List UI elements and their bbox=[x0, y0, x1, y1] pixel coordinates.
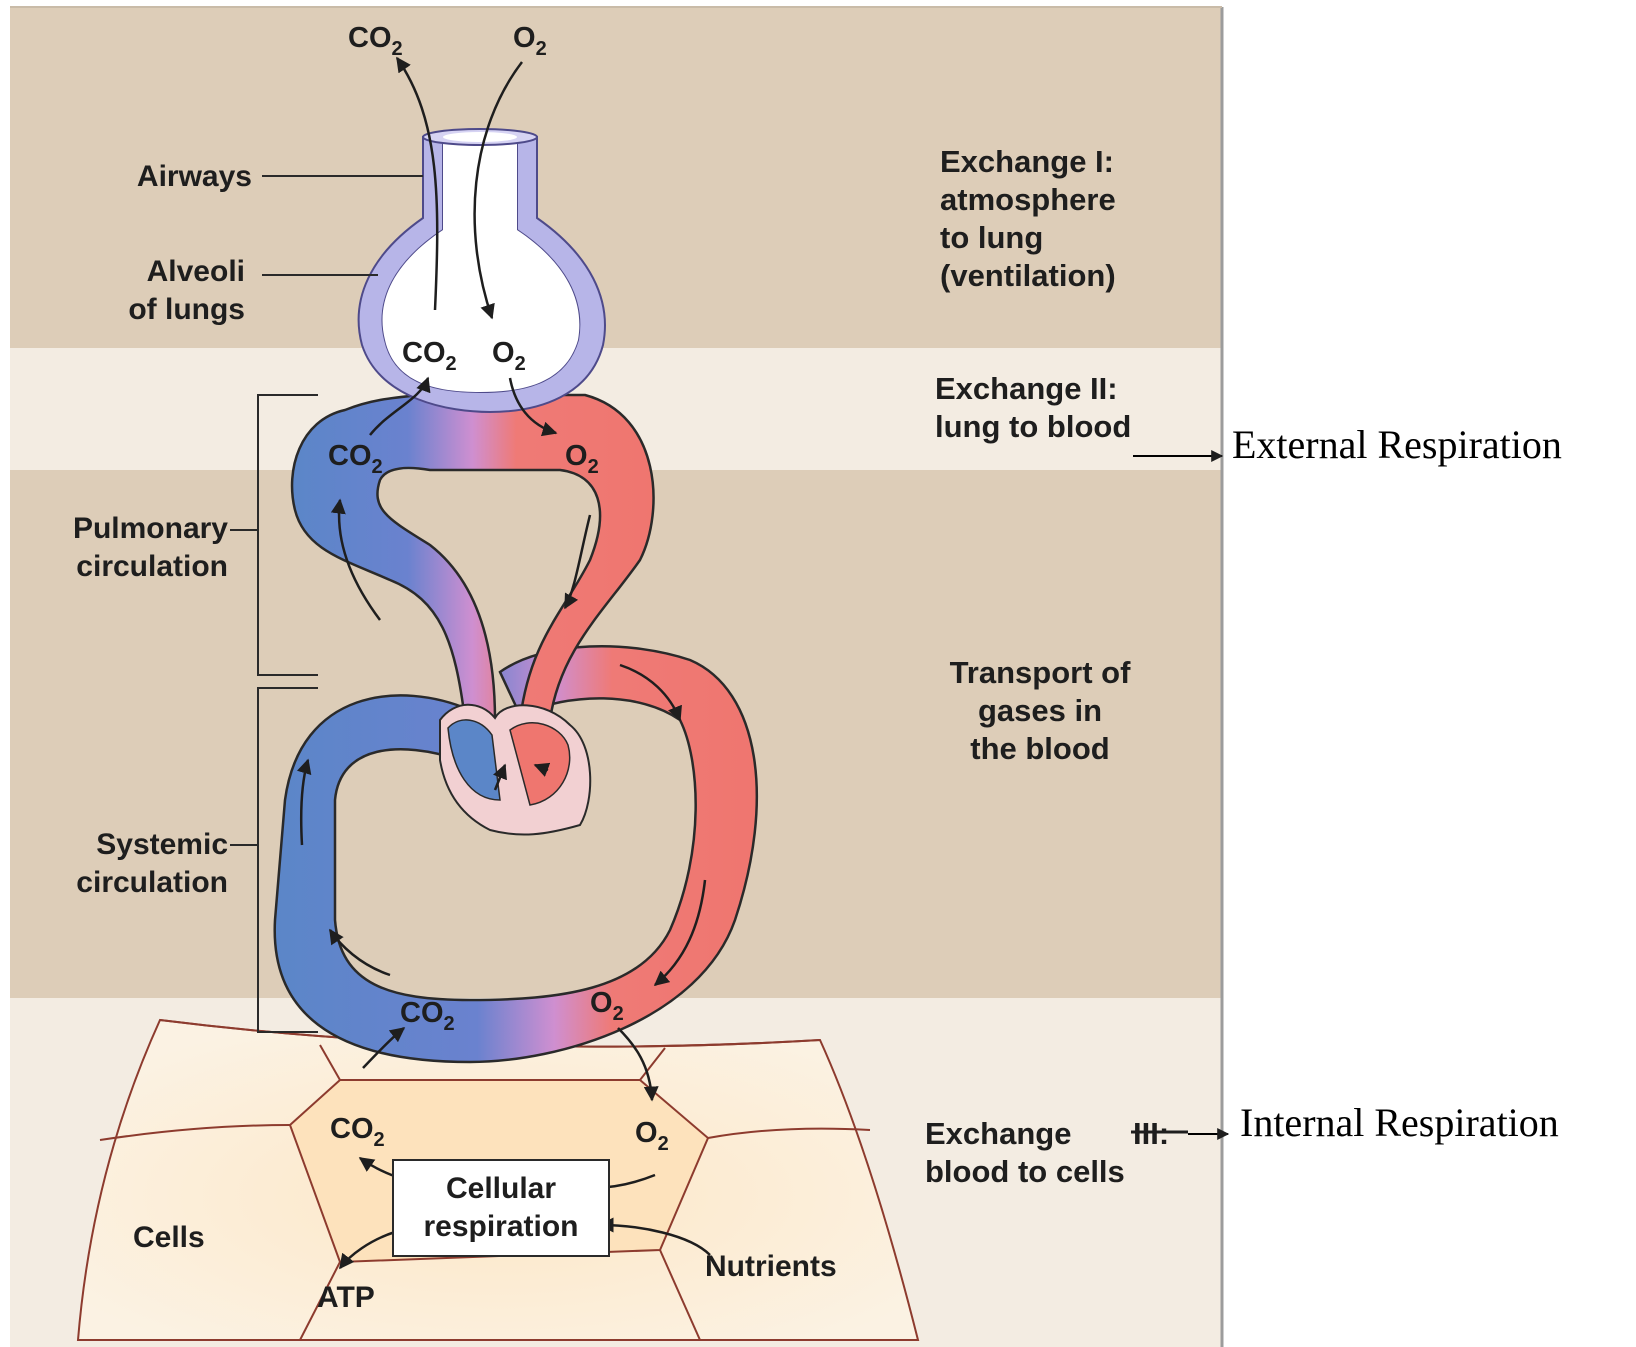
gas-subscript: 2 bbox=[392, 38, 403, 60]
gas-subscript: 2 bbox=[536, 38, 547, 60]
gas-label: CO bbox=[330, 1113, 374, 1145]
gas-label: O bbox=[513, 22, 536, 54]
gas-label: O bbox=[635, 1117, 658, 1149]
gas-subscript: 2 bbox=[446, 353, 457, 375]
gas-subscript: 2 bbox=[515, 353, 526, 375]
alveoli-label-line1: Alveoli bbox=[147, 255, 245, 288]
exchange2-line1: Exchange II: bbox=[935, 371, 1118, 406]
systemic-label-line1: Systemic bbox=[96, 828, 228, 861]
external-respiration-label: External Respiration bbox=[1232, 422, 1562, 467]
cellular-respiration-line2: respiration bbox=[423, 1210, 578, 1243]
transport-line2: gases in bbox=[978, 693, 1102, 728]
gas-subscript: 2 bbox=[372, 456, 383, 478]
gas-subscript: 2 bbox=[374, 1129, 385, 1151]
gas-subscript: 2 bbox=[613, 1003, 624, 1025]
airways-label: Airways bbox=[137, 160, 252, 193]
internal-respiration-label: Internal Respiration bbox=[1240, 1100, 1559, 1145]
exchange1-line2: atmosphere bbox=[940, 182, 1116, 217]
transport-line1: Transport of bbox=[950, 655, 1132, 690]
gas-subscript: 2 bbox=[658, 1133, 669, 1155]
alveoli-label-line2: of lungs bbox=[128, 293, 245, 326]
exchange3-word: Exchange bbox=[925, 1116, 1071, 1151]
pulmonary-label-line2: circulation bbox=[76, 550, 228, 583]
internal-respiration-annotation: Internal Respiration bbox=[1188, 1100, 1559, 1145]
gas-label: O bbox=[590, 987, 613, 1019]
gas-label: CO bbox=[400, 997, 444, 1029]
atp-label: ATP bbox=[317, 1281, 375, 1314]
exchange1-line1: Exchange I: bbox=[940, 144, 1114, 179]
cellular-respiration-line1: Cellular bbox=[446, 1172, 556, 1205]
gas-label: O bbox=[565, 440, 588, 472]
exchange1-line4: (ventilation) bbox=[940, 258, 1116, 293]
exchange1-line3: to lung bbox=[940, 220, 1043, 255]
systemic-label-line2: circulation bbox=[76, 866, 228, 899]
exchange3-line2: blood to cells bbox=[925, 1154, 1125, 1189]
exchange2-line2: lung to blood bbox=[935, 409, 1131, 444]
cells-label: Cells bbox=[133, 1221, 205, 1254]
nutrients-label: Nutrients bbox=[705, 1250, 837, 1283]
gas-label: CO bbox=[328, 440, 372, 472]
pulmonary-label-line1: Pulmonary bbox=[73, 512, 228, 545]
gas-label: O bbox=[492, 337, 515, 369]
gas-label: CO bbox=[402, 337, 446, 369]
gas-label: CO bbox=[348, 22, 392, 54]
gas-subscript: 2 bbox=[588, 456, 599, 478]
gas-subscript: 2 bbox=[444, 1013, 455, 1035]
transport-line3: the blood bbox=[970, 731, 1109, 766]
